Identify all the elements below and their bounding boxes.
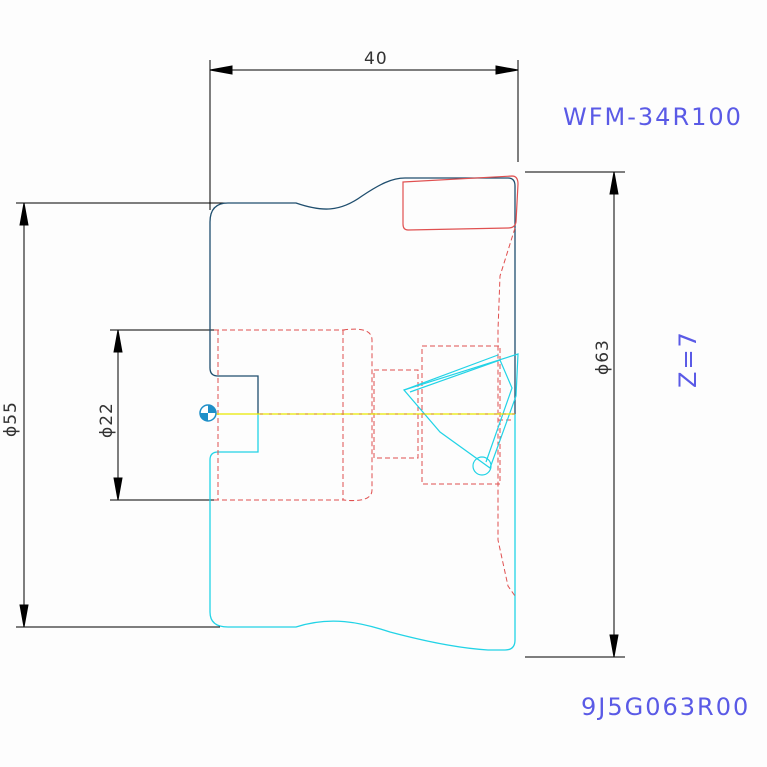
length-dimension [209,60,519,210]
body-diameter-dimension [16,202,296,628]
outer-diameter-arrow-bottom [609,634,619,658]
bore-diameter-dimension [110,329,214,501]
tool-tip-inner [409,359,513,463]
outer-diameter-arrow-top [609,171,619,195]
hidden-lines [214,227,516,597]
tool-tip-outline [402,353,519,469]
counterbore-hidden [342,328,373,501]
body-diameter-label: ϕ55 [1,401,21,437]
tool-edge-line [403,354,499,391]
tooth-count: Z=7 [674,330,702,388]
chip-pocket-hidden [497,227,516,597]
upper-bore-step [209,222,259,414]
part-code: WFM-34R100 [563,103,743,131]
body-diameter-arrow-top [19,202,29,226]
insert-outline [402,175,519,231]
length-arrow-left [209,65,233,75]
tool-nose-radius [472,456,492,476]
lower-bore-step [209,414,259,612]
outer-diameter-label: ϕ63 [593,339,613,375]
upper-body-outline [209,177,516,414]
item-number: 9J5G063R00 [581,693,750,721]
bore-diameter-arrow-bottom [113,477,123,501]
body-diameter-arrow-bottom [19,604,29,628]
origin-marker-icon [199,404,217,422]
bore-diameter-label: ϕ22 [97,402,117,438]
pocket-hidden [421,345,501,485]
outer-diameter-dimension [525,171,625,658]
lower-body-outline [209,414,516,651]
length-label: 40 [364,49,388,69]
tool-tip-geometry [402,353,519,476]
bore-diameter-arrow-top [113,329,123,353]
length-arrow-right [495,65,519,75]
